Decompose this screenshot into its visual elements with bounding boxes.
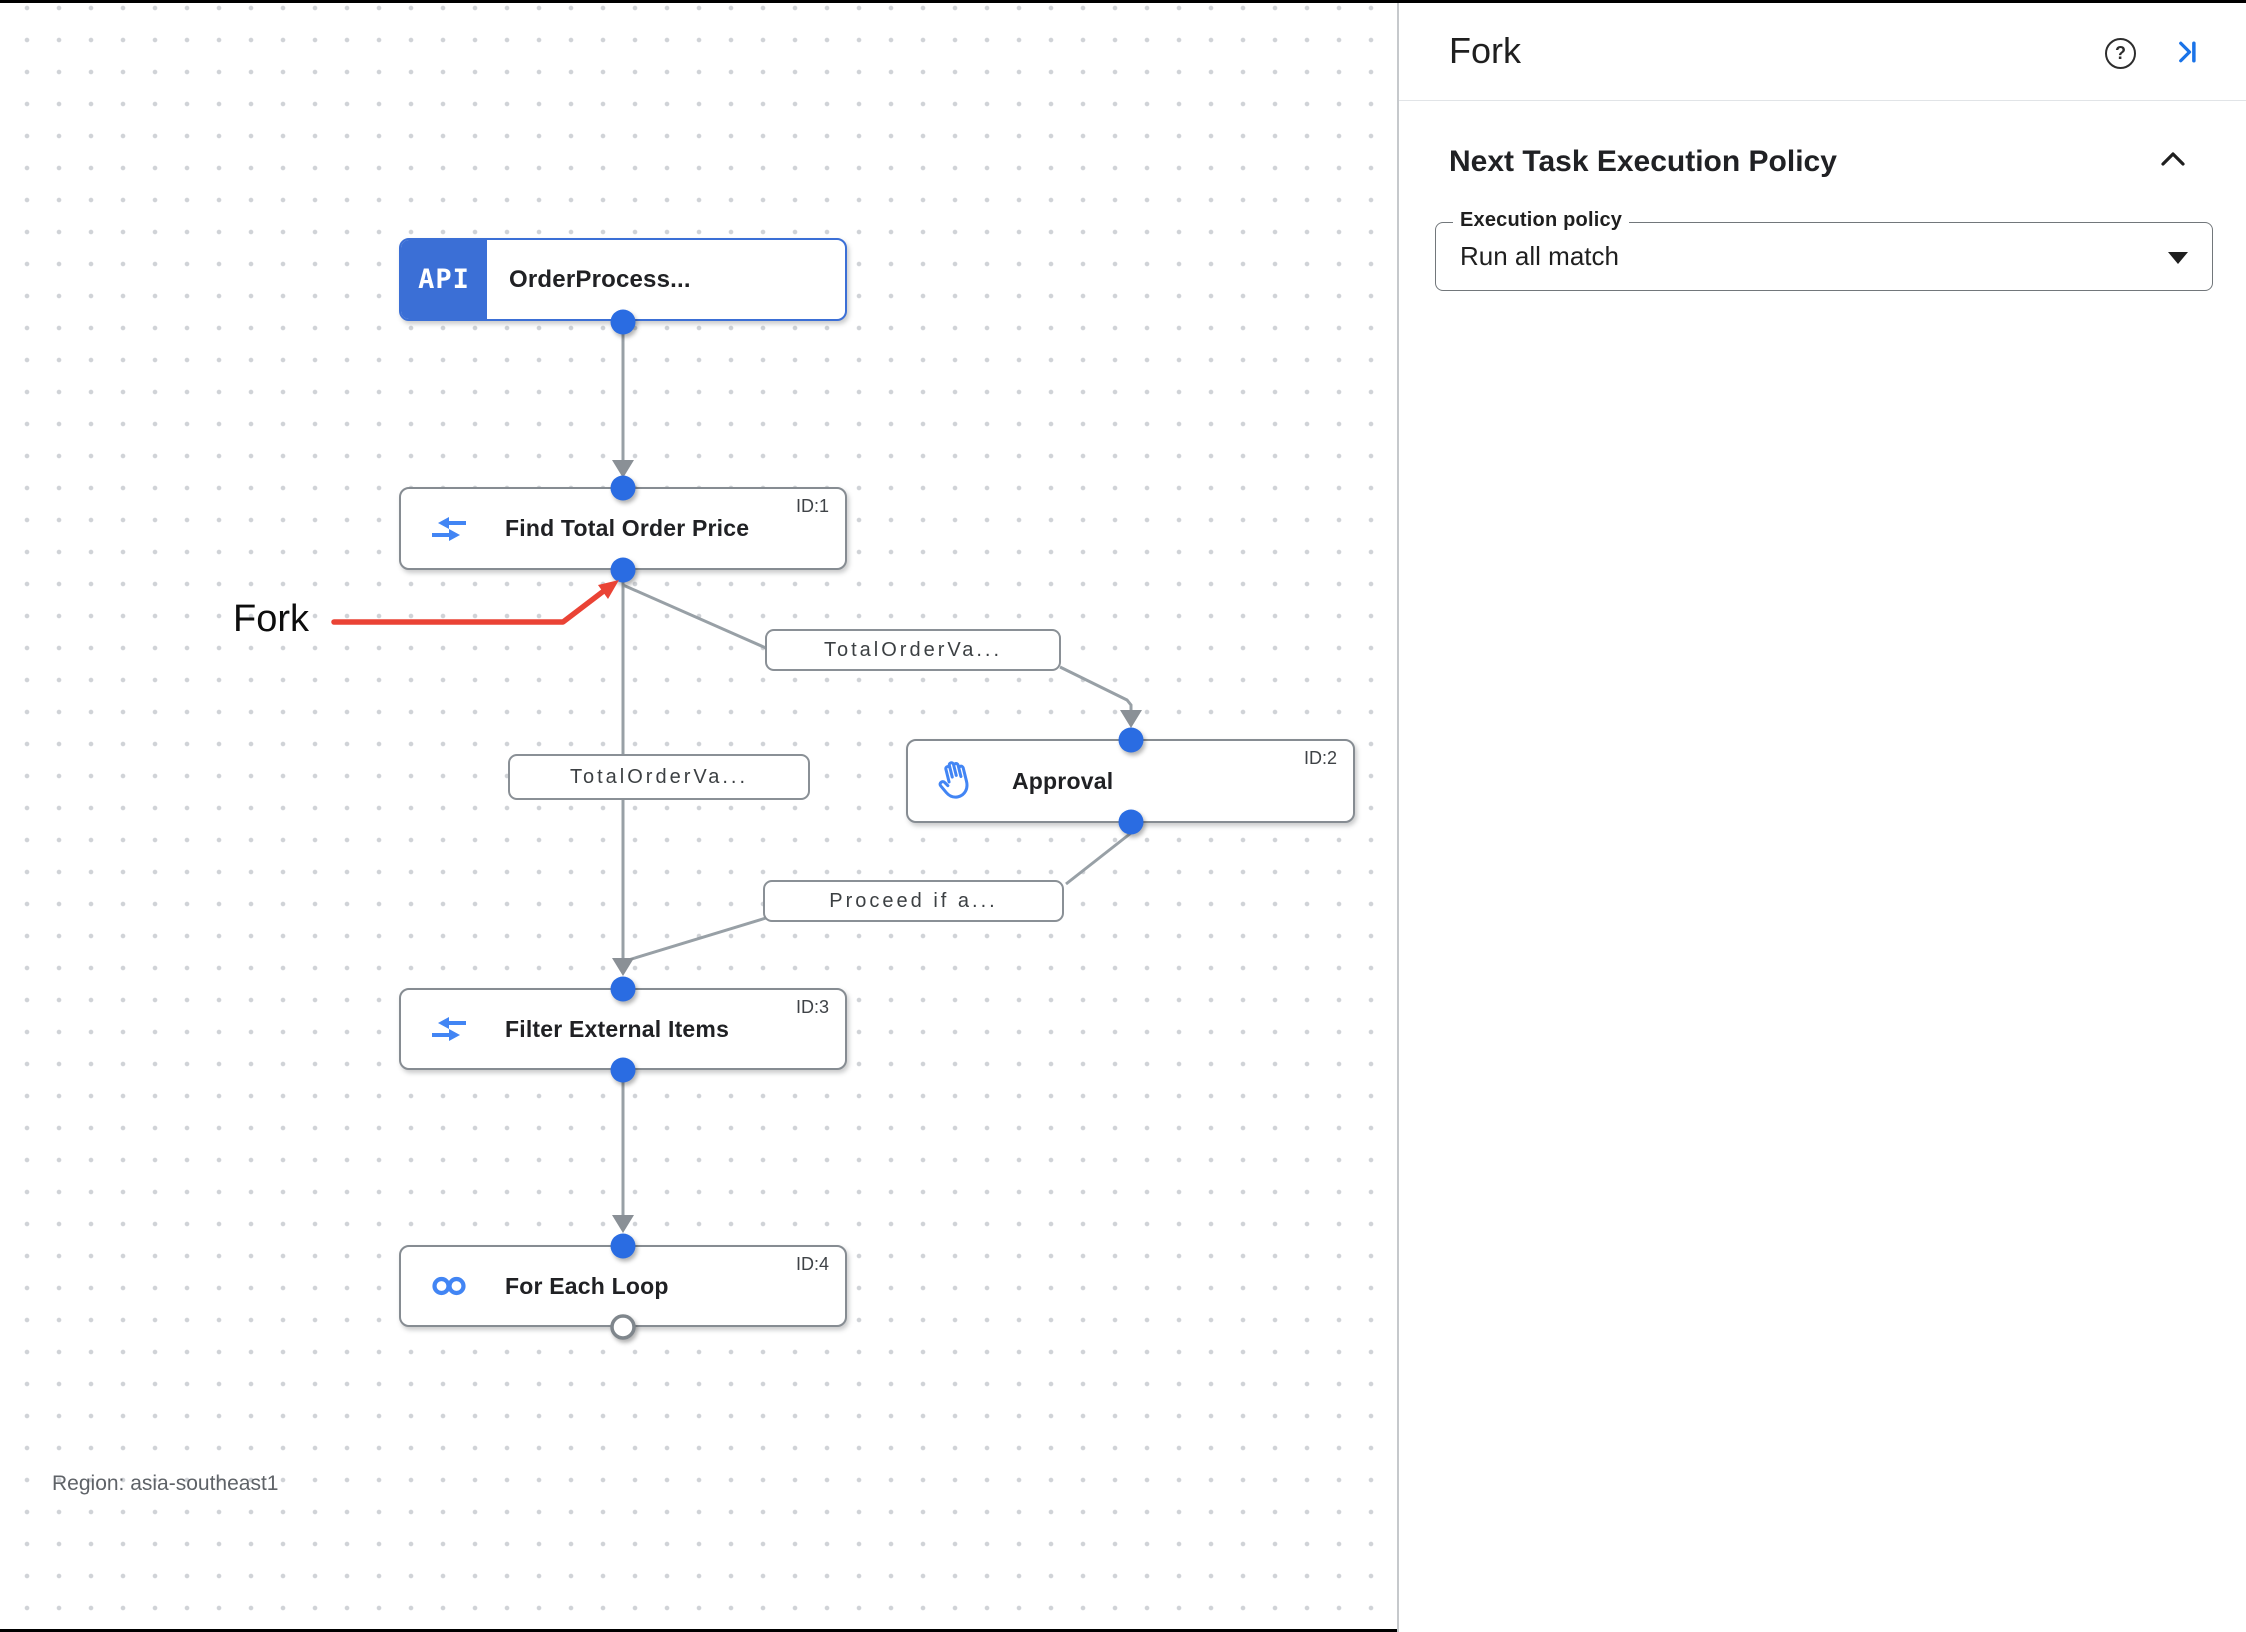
dropdown-caret-icon [2168, 252, 2188, 264]
edge-condition-label-totalorderva-right[interactable]: TotalOrderVa... [765, 629, 1061, 671]
fork-annotation-label: Fork [233, 598, 309, 640]
execution-policy-label: Execution policy [1453, 209, 1630, 232]
help-glyph: ? [2115, 43, 2126, 63]
panel-title: Fork [1449, 30, 1521, 71]
fork-annotation-arrow [331, 580, 619, 625]
edge-label-to-approval [1059, 665, 1133, 714]
edge-proceed-to-task3 [624, 916, 767, 963]
screenshot-bottom-border [0, 1629, 1397, 1632]
collapse-panel-icon[interactable] [2172, 37, 2202, 67]
data-mapping-icon [427, 1014, 471, 1044]
task-id-label: ID:2 [1303, 748, 1337, 768]
section-title: Next Task Execution Policy [1449, 145, 1837, 178]
task-id-label: ID:3 [795, 997, 829, 1017]
arrowhead [1120, 710, 1142, 728]
connector-port-open[interactable] [610, 1314, 636, 1340]
edge-approval-down [1065, 831, 1132, 886]
trigger-node-orderprocess[interactable]: API OrderProcess... [399, 238, 847, 321]
help-icon[interactable]: ? [2105, 38, 2136, 69]
workflow-canvas[interactable]: API OrderProcess... ID:1 Find Total Orde… [0, 0, 1397, 1632]
connector-port[interactable] [610, 1233, 636, 1259]
arrowhead [612, 460, 634, 478]
panel-header: Fork ? [1399, 0, 2246, 101]
config-side-panel: Fork ? Next Task Execution Policy Execut… [1397, 0, 2246, 1632]
arrowhead [612, 958, 634, 976]
for-each-loop-icon [427, 1273, 471, 1299]
hand-icon [929, 752, 983, 809]
screenshot-top-border [0, 0, 2246, 3]
arrowhead [612, 1215, 634, 1233]
region-label: Region: asia-southeast1 [52, 1472, 279, 1495]
connector-port[interactable] [610, 475, 636, 501]
connector-port-fork[interactable] [610, 557, 636, 583]
connector-port[interactable] [610, 976, 636, 1002]
chevron-up-icon[interactable] [2158, 149, 2188, 169]
task-title: Filter External Items [505, 1015, 730, 1042]
connector-port[interactable] [610, 309, 636, 335]
next-task-execution-policy-section[interactable]: Next Task Execution Policy [1449, 145, 2196, 179]
task-node-filter-external-items[interactable]: ID:3 Filter External Items [399, 988, 847, 1070]
task-title: For Each Loop [505, 1272, 669, 1299]
task-id-label: ID:4 [795, 1254, 829, 1274]
task-node-approval[interactable]: ID:2 Approval [906, 739, 1355, 823]
connector-port[interactable] [1118, 809, 1144, 835]
edge-condition-label-proceed-if[interactable]: Proceed if a... [763, 880, 1064, 922]
connector-port[interactable] [1118, 727, 1144, 753]
execution-policy-value: Run all match [1460, 241, 1619, 271]
execution-policy-select[interactable]: Execution policy Run all match [1435, 209, 2213, 291]
edge-condition-label-totalorderva-left[interactable]: TotalOrderVa... [508, 754, 810, 800]
task-title: Find Total Order Price [505, 515, 750, 541]
task-node-find-total-order-price[interactable]: ID:1 Find Total Order Price [399, 487, 847, 570]
edge-task1-branch-right [622, 583, 767, 650]
api-trigger-badge: API [401, 240, 487, 319]
data-mapping-icon [427, 514, 471, 544]
task-id-label: ID:1 [795, 496, 829, 516]
connector-port[interactable] [610, 1057, 636, 1083]
trigger-title: OrderProcess... [509, 265, 691, 293]
task-title: Approval [1012, 767, 1114, 794]
